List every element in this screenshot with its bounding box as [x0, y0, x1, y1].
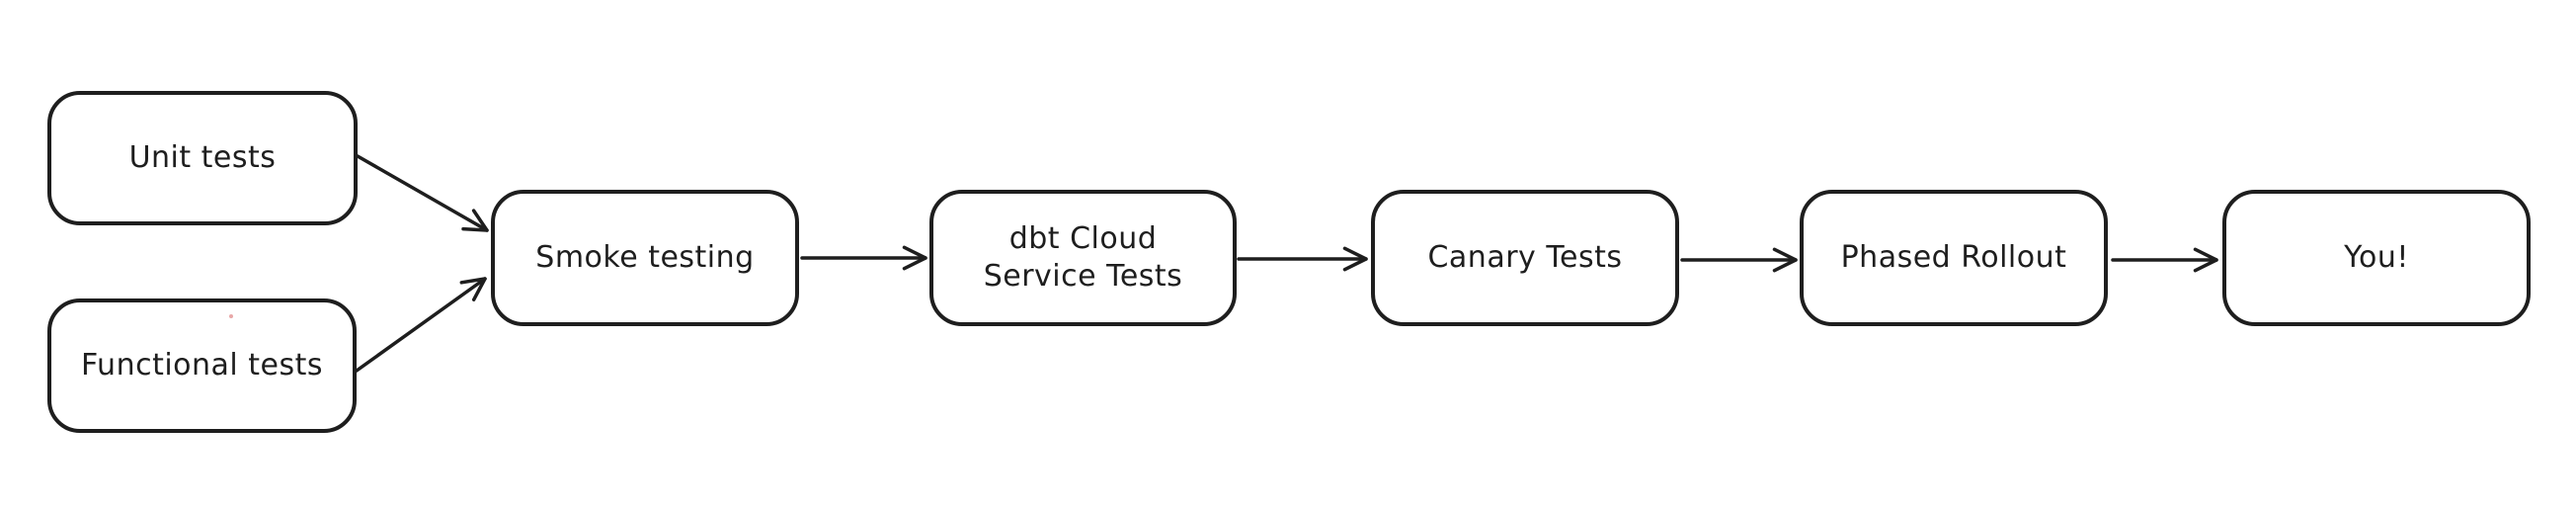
node-label-smoke-testing: Smoke testing — [535, 239, 755, 275]
node-label-canary-tests: Canary Tests — [1427, 239, 1623, 275]
node-functional-tests: Functional tests — [47, 298, 357, 433]
edge-arrow-dbt-cloud-service-tests-to-canary-tests — [1237, 246, 1368, 272]
node-unit-tests: Unit tests — [47, 91, 358, 225]
edge-arrow-canary-tests-to-phased-rollout — [1680, 247, 1798, 273]
node-smoke-testing: Smoke testing — [491, 190, 799, 326]
arrowhead-icon — [1772, 247, 1798, 273]
arrowhead-icon — [902, 245, 927, 271]
edge-arrow-functional-tests-to-smoke-testing — [355, 277, 487, 373]
node-label-functional-tests: Functional tests — [80, 347, 324, 382]
edge-arrow-phased-rollout-to-you — [2111, 247, 2218, 273]
node-label-unit-tests: Unit tests — [128, 139, 277, 175]
arrowhead-icon — [2193, 247, 2218, 273]
node-phased-rollout: Phased Rollout — [1800, 190, 2108, 326]
edge-arrow-smoke-testing-to-dbt-cloud-service-tests — [800, 245, 927, 271]
arrowhead-icon — [1342, 246, 1368, 272]
node-you: You! — [2222, 190, 2531, 326]
node-label-dbt-cloud-service-tests: dbt Cloud Service Tests — [983, 220, 1183, 294]
node-dbt-cloud-service-tests: dbt Cloud Service Tests — [929, 190, 1237, 326]
stray-red-dot — [229, 314, 233, 318]
arrowhead-icon — [459, 277, 487, 301]
edge-arrow-unit-tests-to-smoke-testing — [356, 154, 489, 232]
node-label-you: You! — [2344, 239, 2409, 275]
arrowhead-icon — [461, 209, 489, 232]
node-label-phased-rollout: Phased Rollout — [1840, 239, 2067, 275]
node-canary-tests: Canary Tests — [1371, 190, 1679, 326]
